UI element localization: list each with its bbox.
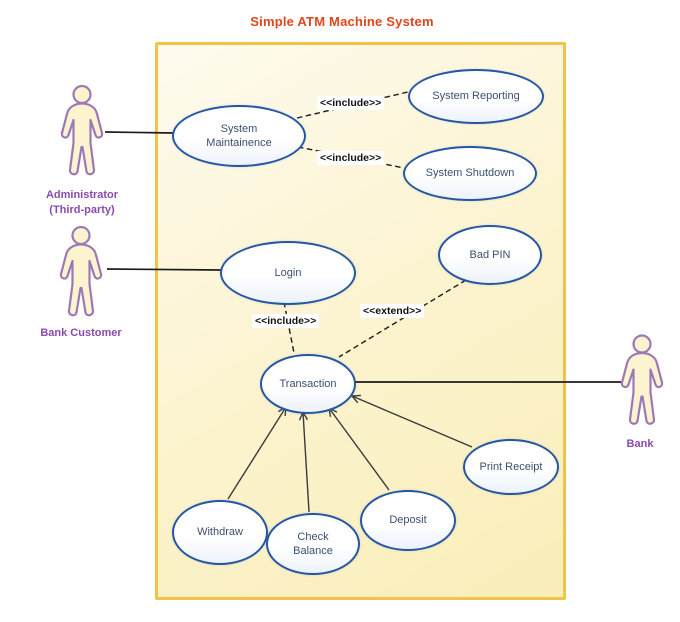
actor-label-line: Bank Customer: [40, 327, 122, 339]
usecase-bad-pin: Bad PIN: [438, 225, 542, 285]
actor-label-administrator: Administrator (Third-party): [20, 188, 144, 218]
usecase-login: Login: [220, 241, 356, 305]
actor-administrator: [56, 84, 108, 184]
stereotype-include-label: <<include>>: [317, 96, 385, 110]
actor-label-bank-customer: Bank Customer: [18, 326, 144, 341]
usecase-label: System Reporting: [432, 90, 520, 103]
usecase-label: Withdraw: [197, 526, 243, 539]
usecase-label: System Shutdown: [425, 167, 515, 180]
actor-label-line: Bank: [626, 438, 654, 450]
usecase-print-receipt: Print Receipt: [463, 439, 559, 495]
extend-link-badpin-transaction: [338, 279, 467, 358]
actor-bank-customer: [55, 225, 107, 325]
usecase-label: Deposit: [389, 514, 427, 527]
usecase-label: Transaction: [279, 377, 337, 390]
stereotype-include-label: <<include>>: [317, 151, 385, 165]
person-icon: [620, 334, 664, 425]
actor-label-line: (Third-party): [49, 203, 115, 216]
actor-bank: [616, 333, 668, 435]
usecase-deposit: Deposit: [360, 490, 456, 551]
arrow-withdraw-transaction: [227, 405, 287, 500]
usecase-withdraw: Withdraw: [172, 500, 268, 565]
usecase-system-reporting: System Reporting: [408, 69, 544, 124]
actor-label-line: Administrator: [45, 189, 119, 201]
association-admin-maintenance: [104, 131, 175, 134]
usecase-transaction: Transaction: [260, 354, 356, 414]
usecase-system-shutdown: System Shutdown: [403, 146, 537, 201]
actor-label-bank: Bank: [598, 437, 680, 452]
diagram-title: Simple ATM Machine System: [250, 14, 434, 29]
usecase-system-maintainence: System Maintainence: [172, 105, 306, 167]
stereotype-include-label: <<include>>: [252, 314, 320, 328]
association-customer-login: [106, 268, 222, 271]
arrow-checkbalance-transaction: [298, 410, 310, 513]
arrow-deposit-transaction: [328, 406, 390, 491]
usecase-label: System Maintainence: [206, 122, 272, 149]
usecase-label: Check Balance: [293, 530, 333, 557]
person-icon: [59, 225, 103, 317]
usecase-label: Print Receipt: [479, 460, 543, 473]
usecase-check-balance: Check Balance: [266, 513, 360, 575]
stereotype-extend-label: <<extend>>: [360, 304, 425, 318]
arrow-printreceipt-transaction: [350, 394, 473, 448]
usecase-label: Login: [274, 266, 302, 279]
person-icon: [60, 84, 104, 176]
usecase-label: Bad PIN: [469, 248, 511, 261]
